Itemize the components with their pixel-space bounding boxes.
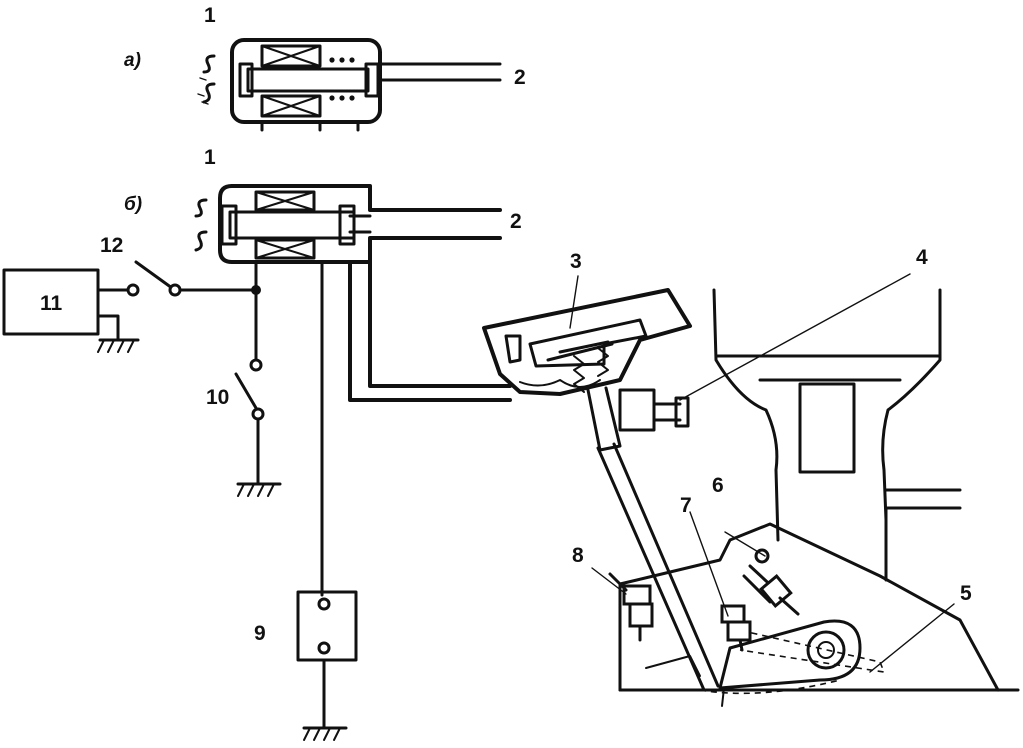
spring-dots-a	[329, 57, 355, 101]
switch-12	[134, 260, 261, 297]
label-1-bottom: 1	[204, 146, 216, 169]
label-8: 8	[572, 544, 584, 567]
label-2-bottom: 2	[510, 210, 522, 233]
label-2-top: 2	[514, 66, 526, 89]
switch-10	[234, 288, 282, 497]
label-12: 12	[100, 234, 123, 257]
labels: 1 а) 2 1 б) 2 12 11 3 4 10 6 7 8 5 9	[40, 4, 972, 645]
throttle-body-outline	[618, 288, 1020, 692]
solenoid-variant-a	[197, 38, 502, 132]
solenoid-variant-b	[194, 184, 512, 597]
throttle-lever	[699, 619, 886, 707]
label-1-top: 1	[204, 4, 216, 27]
device-9	[296, 590, 358, 741]
label-6: 6	[712, 474, 724, 497]
label-variant-b: б)	[124, 194, 142, 215]
label-9: 9	[254, 622, 266, 645]
label-3: 3	[570, 250, 582, 273]
label-7: 7	[680, 494, 692, 517]
label-variant-a: а)	[124, 50, 141, 71]
label-4: 4	[916, 246, 928, 269]
adjuster-screw-6	[742, 548, 800, 616]
adjuster-screw-8	[608, 572, 654, 642]
leader-lines	[569, 273, 955, 673]
pneumatic-actuator-3	[482, 288, 720, 692]
label-10: 10	[206, 386, 229, 409]
label-11: 11	[40, 292, 63, 315]
control-unit-11	[2, 268, 140, 353]
label-5: 5	[960, 582, 972, 605]
adjuster-screw-7	[720, 604, 752, 652]
